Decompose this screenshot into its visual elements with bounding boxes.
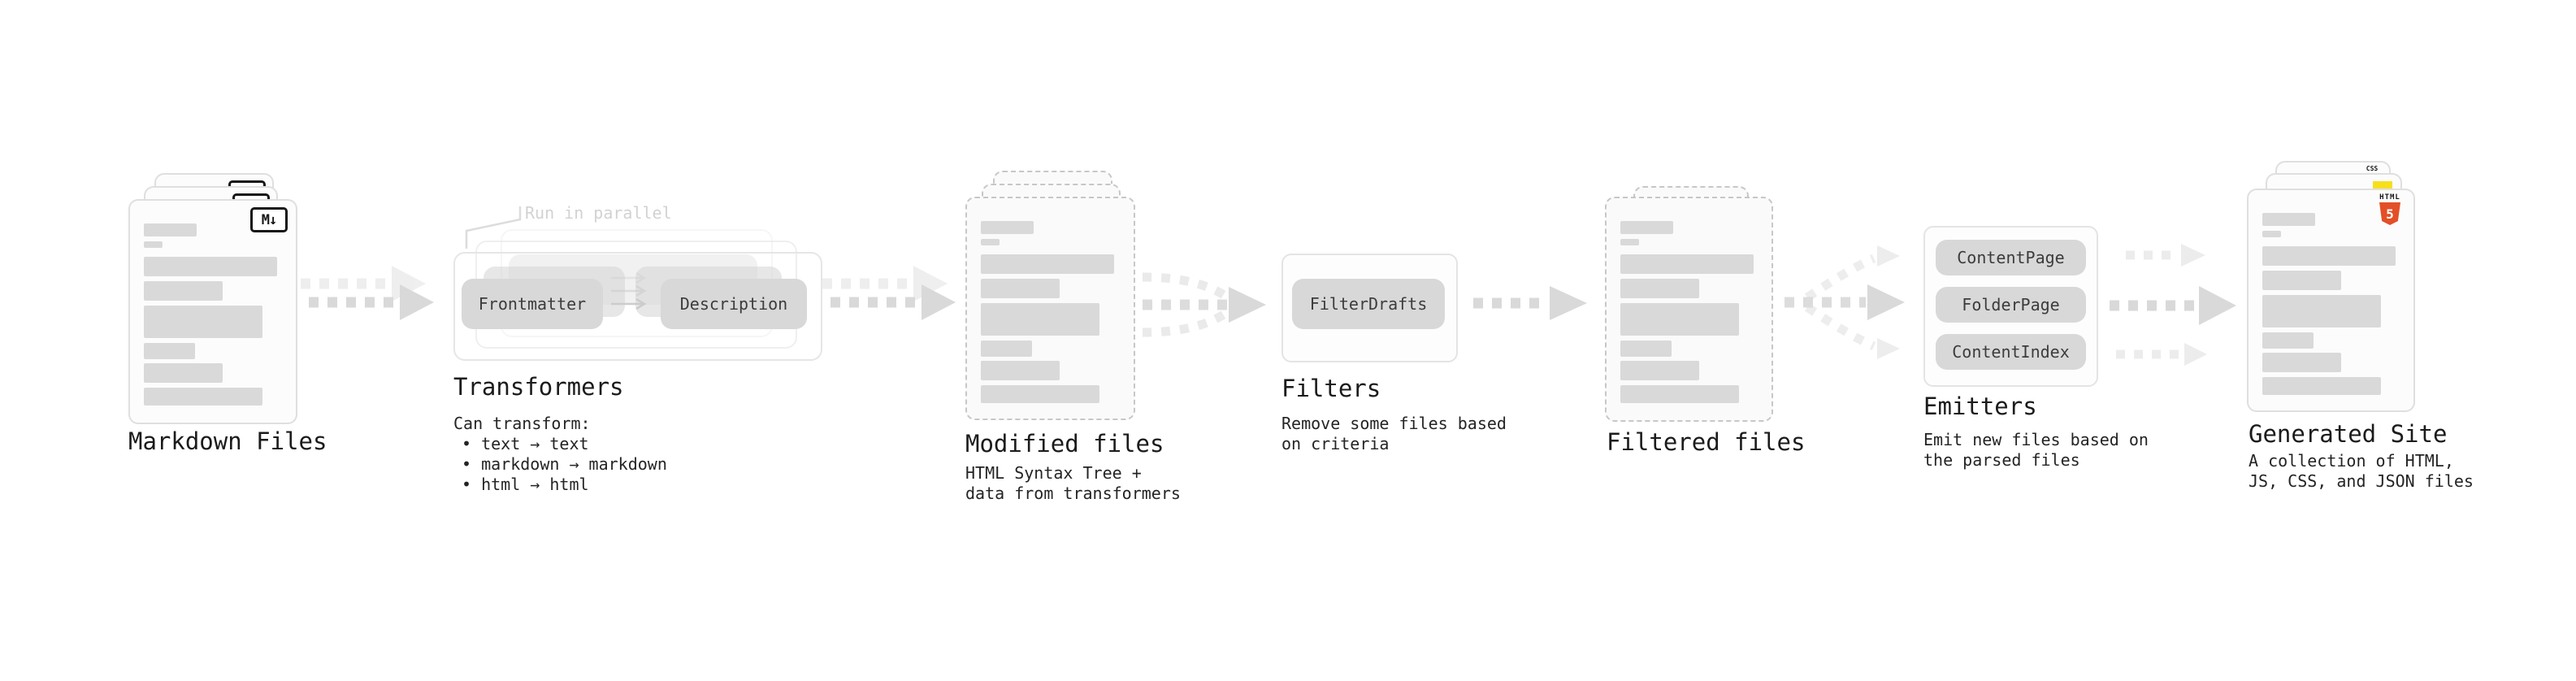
html5-icon: HTML 5 <box>2376 193 2404 225</box>
bullet-item: • html → html <box>462 475 589 494</box>
text-line-placeholder <box>1620 361 1699 380</box>
bullet-item: • markdown → markdown <box>462 454 667 474</box>
filterdrafts-pill: FilterDrafts <box>1292 279 1445 329</box>
run-in-parallel-annotation: Run in parallel <box>525 203 672 223</box>
modified-files-label: Modified files <box>965 430 1164 458</box>
filtered-files-label: Filtered files <box>1607 428 1806 456</box>
markdown-files-label: Markdown Files <box>128 427 327 455</box>
text-line-placeholder <box>2262 332 2314 349</box>
text-line-placeholder <box>2262 295 2381 327</box>
pill-arrow-icons <box>611 271 647 310</box>
text-line-placeholder <box>144 388 262 406</box>
text-line-placeholder <box>2262 271 2341 290</box>
html5-badge-label: HTML <box>2379 193 2400 202</box>
text-line-placeholder <box>144 223 197 236</box>
converging-flow-arrow-icon <box>1142 272 1266 337</box>
folderpage-pill: FolderPage <box>1936 287 2086 323</box>
html5-shield: 5 <box>2379 202 2400 225</box>
transformers-bullet-list: • text → text • markdown → markdown • ht… <box>462 434 667 495</box>
generated-file-card-front: HTML 5 <box>2247 189 2415 412</box>
transformers-label: Transformers <box>453 373 624 401</box>
text-line-placeholder <box>981 221 1034 234</box>
filters-box: FilterDrafts <box>1281 254 1458 362</box>
document-content-skeleton <box>981 221 1114 403</box>
modified-file-card-front <box>965 197 1135 420</box>
text-line-placeholder <box>1620 303 1739 336</box>
emitters-subtext: Emit new files based on the parsed files <box>1923 430 2149 470</box>
text-line-placeholder <box>144 281 223 301</box>
bullet-item: • text → text <box>462 434 589 453</box>
text-line-placeholder <box>144 241 163 248</box>
text-line-placeholder <box>1620 254 1754 274</box>
text-line-placeholder <box>2262 377 2381 395</box>
text-line-placeholder <box>2262 231 2281 237</box>
contentindex-pill: ContentIndex <box>1936 334 2086 370</box>
text-line-placeholder <box>981 254 1114 274</box>
flow-arrow-icon <box>301 266 434 320</box>
markdown-icon: M↓ <box>250 207 288 232</box>
emitter-pill-stack: ContentPage FolderPage ContentIndex <box>1936 240 2086 370</box>
text-line-placeholder <box>1620 340 1672 357</box>
html5-number: 5 <box>2386 206 2394 222</box>
text-line-placeholder <box>981 385 1099 403</box>
text-line-placeholder <box>981 303 1099 336</box>
markdown-file-card-front: M↓ <box>128 199 297 424</box>
diverging-flow-arrow-icon <box>1785 245 1905 359</box>
generated-site-label: Generated Site <box>2249 420 2448 448</box>
document-content-skeleton <box>2262 213 2396 395</box>
text-line-placeholder <box>1620 239 1639 245</box>
css-badge-label: CSS <box>2366 165 2379 172</box>
text-line-placeholder <box>144 363 223 383</box>
text-line-placeholder <box>2262 353 2341 372</box>
text-line-placeholder <box>1620 385 1739 403</box>
text-line-placeholder <box>144 257 277 276</box>
document-content-skeleton <box>144 223 277 406</box>
text-line-placeholder <box>144 306 262 338</box>
document-content-skeleton <box>1620 221 1754 403</box>
text-line-placeholder <box>981 239 1000 245</box>
transformer-box <box>453 252 822 361</box>
frontmatter-pill: Frontmatter <box>462 279 603 329</box>
text-line-placeholder <box>981 279 1060 298</box>
text-line-placeholder <box>2262 213 2315 226</box>
text-line-placeholder <box>1620 221 1673 234</box>
text-line-placeholder <box>1620 279 1699 298</box>
text-line-placeholder <box>2262 246 2396 266</box>
text-line-placeholder <box>981 340 1032 357</box>
modified-files-subtext: HTML Syntax Tree + data from transformer… <box>965 463 1181 503</box>
transformers-subtext: Can transform: <box>453 414 591 433</box>
contentpage-pill: ContentPage <box>1936 240 2086 275</box>
flow-arrow-icon <box>1473 286 1587 320</box>
flow-arrow-icon <box>822 266 956 320</box>
text-line-placeholder <box>144 343 195 359</box>
annotation-leader-line <box>465 206 522 249</box>
filtered-file-card-front <box>1605 197 1773 422</box>
generated-site-subtext: A collection of HTML, JS, CSS, and JSON … <box>2249 451 2474 491</box>
emitters-box: ContentPage FolderPage ContentIndex <box>1923 226 2098 387</box>
filters-label: Filters <box>1281 375 1381 402</box>
text-line-placeholder <box>981 361 1060 380</box>
description-pill: Description <box>661 279 807 329</box>
triple-flow-arrow-icon <box>2110 244 2236 366</box>
filters-subtext: Remove some files based on criteria <box>1281 414 1507 453</box>
emitters-label: Emitters <box>1923 393 2037 420</box>
javascript-icon <box>2373 181 2392 189</box>
